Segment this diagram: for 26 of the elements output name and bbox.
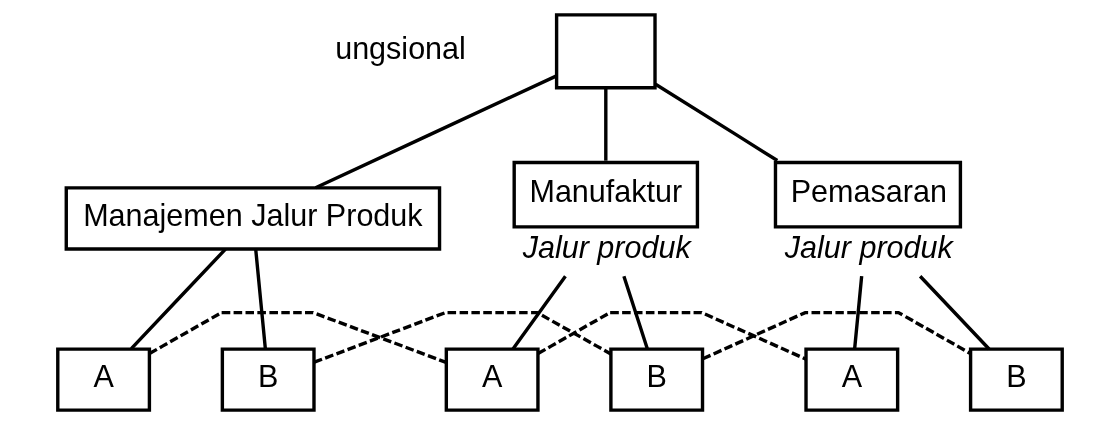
label: ungsional xyxy=(335,30,466,65)
connector xyxy=(313,310,612,364)
node-box: Manajemen Jalur Produk xyxy=(64,186,442,251)
connector xyxy=(511,275,567,351)
node-box: A xyxy=(804,347,900,412)
connector xyxy=(148,310,447,364)
connector xyxy=(537,310,807,361)
node-box: B xyxy=(220,347,316,412)
connector xyxy=(654,82,779,162)
connector xyxy=(622,275,649,350)
connector xyxy=(918,275,991,351)
connector xyxy=(604,88,608,161)
node-box: B xyxy=(968,347,1064,412)
connector xyxy=(314,74,557,190)
node-label: Jalur produk xyxy=(522,230,691,265)
node-box: A xyxy=(444,347,540,412)
node-box: Manufaktur xyxy=(512,160,700,229)
node-label: Jalur produk xyxy=(784,230,953,265)
connector xyxy=(130,247,227,350)
node-box: A xyxy=(56,347,152,412)
connector xyxy=(852,276,864,350)
node-box: Pemasaran xyxy=(773,160,963,229)
node-box: B xyxy=(609,347,705,412)
connector xyxy=(254,248,268,349)
connector xyxy=(702,310,972,361)
node-box xyxy=(554,13,657,90)
